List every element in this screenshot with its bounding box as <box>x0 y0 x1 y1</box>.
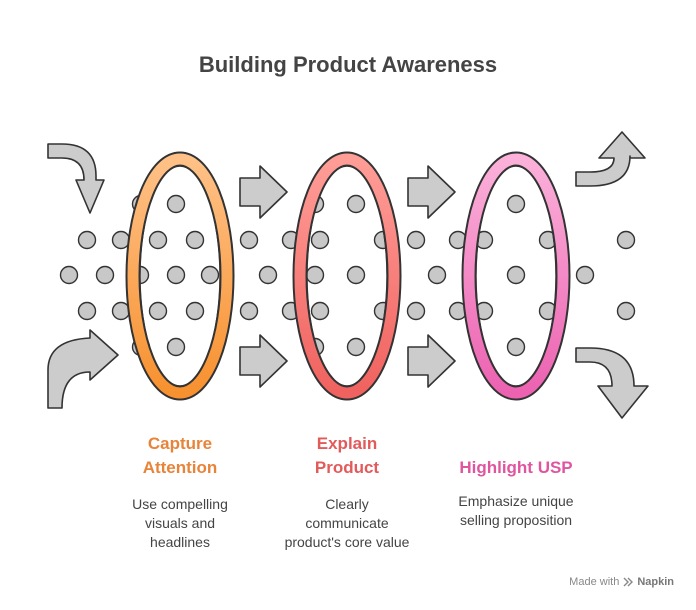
arrow-right-icon <box>239 334 288 388</box>
particle-dot <box>346 194 366 214</box>
stage-description-highlight-usp: Emphasize unique selling proposition <box>458 493 574 528</box>
particle-dot <box>616 230 636 250</box>
particle-dot <box>305 265 325 285</box>
particle-dot <box>239 301 259 321</box>
particle-dot <box>239 230 259 250</box>
particle-dot <box>506 265 526 285</box>
particle-dot <box>166 194 186 214</box>
made-with-label: Made with <box>569 576 620 588</box>
footer-credit[interactable]: Made with Napkin <box>569 576 674 588</box>
particle-dot <box>166 337 186 357</box>
stage-title-capture-attention: Capture Attention <box>142 434 218 477</box>
particle-dots <box>59 194 636 357</box>
particle-dot <box>575 265 595 285</box>
particle-dot <box>148 301 168 321</box>
particle-dot <box>59 265 79 285</box>
stage-title-highlight-usp: Highlight USP <box>459 458 573 477</box>
napkin-logo-icon <box>623 577 634 587</box>
particle-dot <box>406 301 426 321</box>
particle-dot <box>310 301 330 321</box>
particle-dot <box>616 301 636 321</box>
stage-title-explain-product: Explain Product <box>314 434 380 477</box>
arrow-right-icon <box>239 165 288 219</box>
particle-dot <box>346 337 366 357</box>
curved-arrow-out-top-icon <box>575 131 646 187</box>
ring-highlight-usp <box>461 151 571 401</box>
curved-arrow-in-top-icon <box>47 143 105 214</box>
ring-capture-attention <box>125 151 235 401</box>
particle-dot <box>77 301 97 321</box>
curved-arrow-in-bottom-icon <box>47 329 119 409</box>
particle-dot <box>346 265 366 285</box>
particle-dot <box>166 265 186 285</box>
particle-dot <box>310 230 330 250</box>
arrow-right-icon <box>407 334 456 388</box>
curved-arrow-out-bottom-icon <box>575 347 649 419</box>
particle-dot <box>506 337 526 357</box>
particle-dot <box>95 265 115 285</box>
particle-dot <box>185 301 205 321</box>
particle-dot <box>185 230 205 250</box>
particle-dot <box>258 265 278 285</box>
particle-dot <box>77 230 97 250</box>
stage-description-explain-product: Clearly communicate product's core value <box>284 496 410 550</box>
stage-description-capture-attention: Use compelling visuals and headlines <box>132 496 228 550</box>
particle-dot <box>200 265 220 285</box>
napkin-brand-label: Napkin <box>637 576 674 588</box>
particle-dot <box>427 265 447 285</box>
particle-dot <box>406 230 426 250</box>
ring-explain-product <box>292 151 402 401</box>
diagram-title: Building Product Awareness <box>198 52 498 77</box>
particle-dot <box>506 194 526 214</box>
arrow-right-icon <box>407 165 456 219</box>
particle-dot <box>148 230 168 250</box>
